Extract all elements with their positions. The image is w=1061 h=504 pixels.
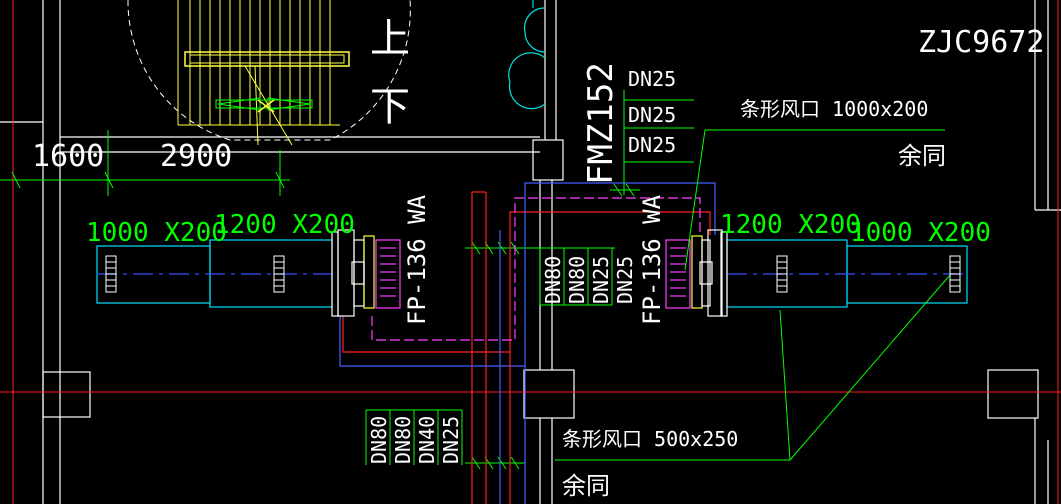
pipe-tag-middle-1: DN80 (541, 256, 565, 304)
grille-left-far (105, 255, 117, 293)
fan-coil-left (331, 229, 401, 317)
door-code-label: FMZ152 (581, 62, 621, 185)
grille-right-near (776, 255, 788, 293)
pipe-tags-top (623, 90, 694, 195)
dimension-middle: 2900 (160, 139, 232, 174)
pipe-tag-middle-4: DN25 (613, 256, 637, 304)
fan-coil-right (665, 229, 728, 317)
note-same-top: 余同 (898, 142, 946, 170)
pipe-tag-top-3: DN25 (628, 133, 676, 157)
pipe-tag-middle-3: DN25 (589, 256, 613, 304)
pipe-tag-top-2: DN25 (628, 103, 676, 127)
stair-up-label: 上 (370, 16, 410, 62)
pipe-tag-bottom-4: DN25 (439, 416, 463, 464)
duct-label-right-far: 1000 X200 (850, 218, 991, 248)
unit-label-right: FP-136 WA (638, 194, 666, 325)
pipe-tags-middle (539, 248, 613, 306)
pipe-tag-bottom-3: DN40 (415, 416, 439, 464)
drawing-number: ZJC9672 (918, 25, 1044, 60)
note-grille-top: 条形风口 1000x200 (740, 97, 928, 121)
pipes (339, 182, 716, 504)
grille-left-near (273, 255, 285, 293)
note-same-bottom: 余同 (562, 472, 610, 500)
door (508, 0, 546, 110)
grille-right-far (949, 255, 961, 293)
duct-left (96, 239, 333, 308)
stair: 上 下 (127, 0, 411, 146)
pipe-tag-bottom-1: DN80 (367, 416, 391, 464)
pipe-tag-top-1: DN25 (628, 67, 676, 91)
dimension-lines (0, 130, 640, 470)
pipe-tag-middle-2: DN80 (565, 256, 589, 304)
stair-down-label: 下 (370, 84, 410, 130)
duct-label-left-far: 1000 X200 (86, 218, 227, 248)
duct-label-left-near: 1200 X200 (214, 210, 355, 240)
duct-label-right-near: 1200 X200 (720, 210, 861, 240)
dimension-left: 1600 (32, 139, 104, 174)
pipe-tag-bottom-2: DN80 (391, 416, 415, 464)
unit-label-left: FP-136 WA (403, 194, 431, 325)
pipe-tags-bottom (365, 409, 463, 465)
note-leaders (555, 129, 951, 461)
note-grille-bottom: 条形风口 500x250 (562, 427, 738, 451)
